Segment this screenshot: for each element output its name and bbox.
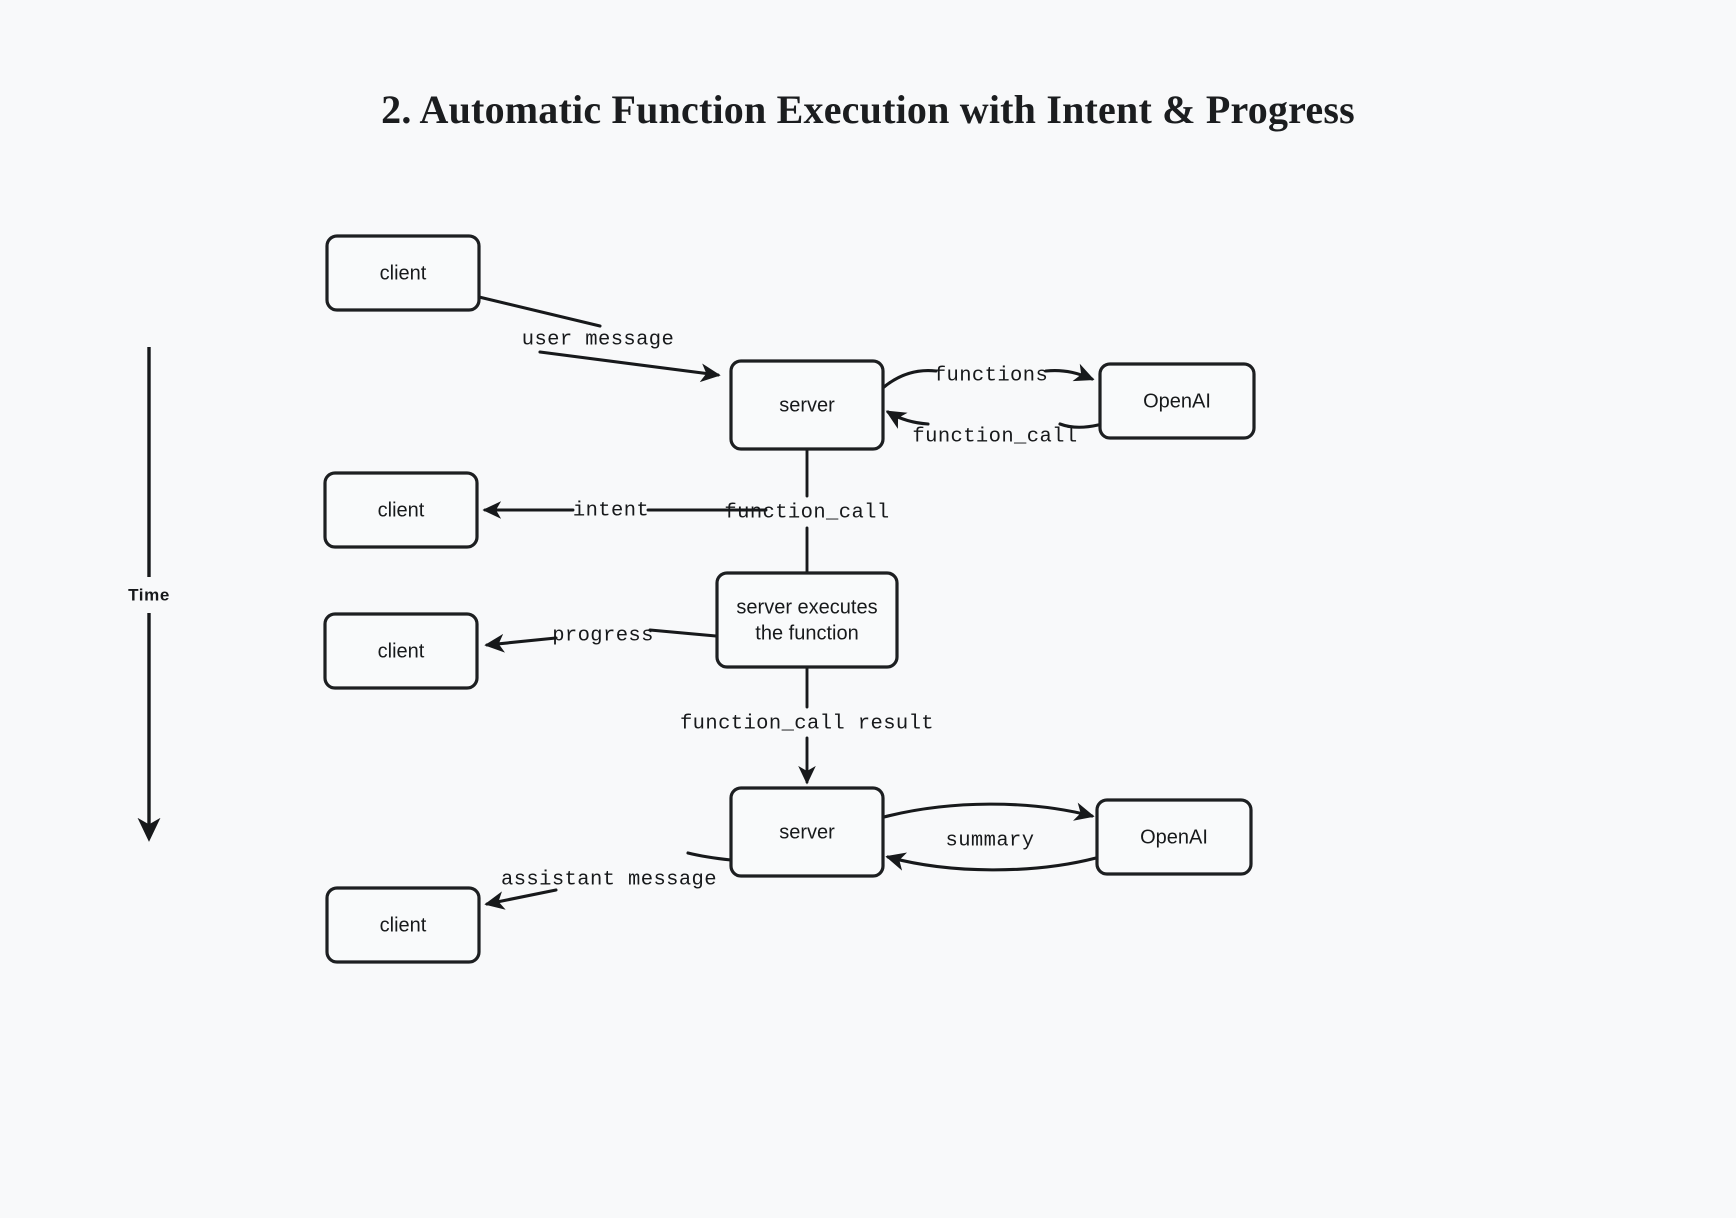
edge-progress-seg1: [648, 628, 718, 638]
edge-user-message-seg2: [538, 350, 721, 383]
edge-function-call-return: function_call: [885, 410, 1100, 448]
node-server-1-label: server: [779, 394, 835, 416]
node-server-2[interactable]: server: [729, 786, 885, 878]
edge-functions-seg2: [1044, 363, 1095, 382]
edge-function-call-return-seg1: [1058, 422, 1100, 429]
page-title: 2. Automatic Function Execution with Int…: [381, 87, 1355, 132]
node-server-executes-box[interactable]: [715, 571, 899, 669]
node-client-2[interactable]: client: [323, 471, 479, 549]
edge-intent: intent: [482, 499, 768, 522]
edge-label-functions: functions: [934, 364, 1048, 387]
node-server-executes-label-line2: the function: [755, 622, 858, 644]
node-server-executes-label-line1: server executes: [736, 596, 877, 618]
node-server-1-box[interactable]: [729, 359, 885, 451]
node-openai-1-box[interactable]: [1098, 362, 1256, 440]
edge-label-function-call-result: function_call result: [680, 712, 934, 735]
edge-function-call-return-seg2: [885, 410, 930, 429]
edge-user-message-seg1: [477, 295, 602, 328]
node-server-2-label: server: [779, 821, 835, 843]
node-client-2-box[interactable]: [323, 471, 479, 549]
edge-label-function-call-down: function_call: [724, 501, 889, 524]
node-client-4-box[interactable]: [325, 886, 481, 964]
edge-function-call-result: function_call result: [680, 665, 934, 785]
edge-assistant-message-seg1: [686, 851, 733, 862]
time-axis-label: Time: [128, 585, 170, 604]
edge-label-progress: progress: [552, 624, 654, 647]
node-openai-1-label: OpenAI: [1143, 390, 1211, 412]
time-axis: Time: [128, 347, 170, 842]
edge-progress: progress: [484, 624, 718, 653]
node-client-2-label: client: [378, 499, 425, 521]
edge-summary-return: [885, 852, 1098, 872]
edge-label-summary: summary: [946, 829, 1035, 852]
edge-summary-out-path: [882, 802, 1095, 821]
node-server-2-box[interactable]: [729, 786, 885, 878]
edge-label-assistant-message: assistant message: [501, 868, 717, 891]
node-openai-2[interactable]: OpenAI: [1095, 798, 1253, 876]
node-client-1[interactable]: client: [325, 234, 481, 312]
node-openai-1[interactable]: OpenAI: [1098, 362, 1256, 440]
edge-assistant-message-seg2: [484, 888, 558, 910]
edge-function-call-down: function_call: [724, 448, 889, 575]
node-client-4-label: client: [380, 914, 427, 936]
node-server-1[interactable]: server: [729, 359, 885, 451]
edge-functions: functions: [882, 363, 1095, 389]
edge-assistant-message: assistant message: [484, 851, 733, 910]
edge-functions-seg1: [882, 369, 938, 389]
edge-label-function-call-return: function_call: [912, 425, 1077, 448]
node-client-3[interactable]: client: [323, 612, 479, 690]
edge-summary-return-path: [885, 852, 1098, 872]
node-client-3-box[interactable]: [323, 612, 479, 690]
node-client-1-label: client: [380, 262, 427, 284]
edge-label-intent: intent: [573, 499, 649, 522]
node-openai-2-label: OpenAI: [1140, 826, 1208, 848]
edge-label-user-message: user message: [522, 328, 674, 351]
node-client-4[interactable]: client: [325, 886, 481, 964]
node-client-3-label: client: [378, 640, 425, 662]
node-server-executes[interactable]: server executes the function: [715, 571, 899, 669]
node-client-1-box[interactable]: [325, 234, 481, 312]
node-openai-2-box[interactable]: [1095, 798, 1253, 876]
edge-user-message: user message: [477, 295, 721, 383]
edge-progress-seg2: [484, 633, 558, 653]
edge-summary-out: summary: [882, 802, 1095, 852]
